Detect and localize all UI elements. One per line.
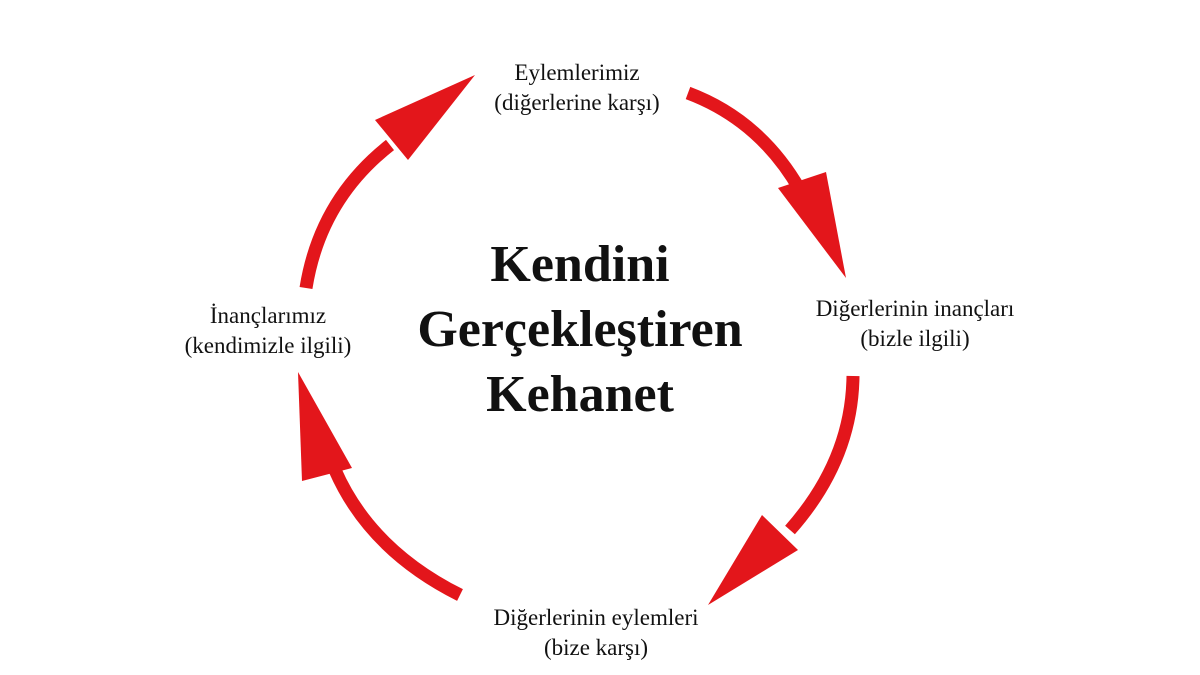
- node-right-line2: (bizle ilgili): [860, 326, 970, 351]
- arrow-top-to-right-icon: [685, 86, 846, 278]
- arrow-bottom-to-left-icon: [298, 372, 463, 601]
- node-top-line1: Eylemlerimiz: [514, 60, 640, 85]
- node-bottom-line1: Diğerlerinin eylemleri: [493, 605, 699, 630]
- arrow-right-to-bottom-icon: [708, 375, 860, 605]
- node-bottom-line2: (bize karşı): [543, 635, 649, 660]
- node-left-line1: İnançlarımız: [209, 303, 327, 328]
- node-others-beliefs: Diğerlerinin inançları (bizle ilgili): [816, 294, 1015, 354]
- node-top-line2: (diğerlerine karşı): [494, 90, 660, 115]
- node-left-line2: (kendimizle ilgili): [184, 333, 352, 358]
- title-line-3: Kehanet: [486, 366, 674, 423]
- node-our-actions: Eylemlerimiz (diğerlerine karşı): [494, 58, 659, 118]
- node-right-line1: Diğerlerinin inançları: [815, 296, 1015, 321]
- diagram-title: Kendini Gerçekleştiren Kehanet: [417, 232, 742, 427]
- arrow-left-to-top-icon: [299, 75, 475, 290]
- node-others-actions: Diğerlerinin eylemleri (bize karşı): [493, 603, 698, 663]
- node-our-beliefs: İnançlarımız (kendimizle ilgili): [185, 301, 352, 361]
- title-line-1: Kendini: [490, 236, 670, 293]
- title-line-2: Gerçekleştiren: [417, 301, 743, 358]
